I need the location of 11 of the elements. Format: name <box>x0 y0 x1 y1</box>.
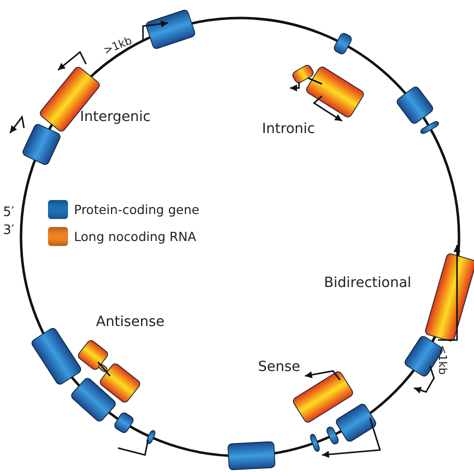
label-text: Sense <box>258 360 300 374</box>
label-text: 3′ <box>3 224 14 237</box>
legend-label: Long nocoding RNA <box>74 229 196 244</box>
legend-label: Protein-coding gene <box>74 202 200 217</box>
label-text: 5′ <box>3 206 14 219</box>
label-text: >1kb <box>102 34 134 56</box>
label-text: Antisense <box>96 315 165 329</box>
label-text: Intronic <box>262 122 315 136</box>
label-text: Intergenic <box>80 110 151 124</box>
label-text: Bidirectional <box>324 276 412 290</box>
label-text: <1kb <box>437 345 448 375</box>
